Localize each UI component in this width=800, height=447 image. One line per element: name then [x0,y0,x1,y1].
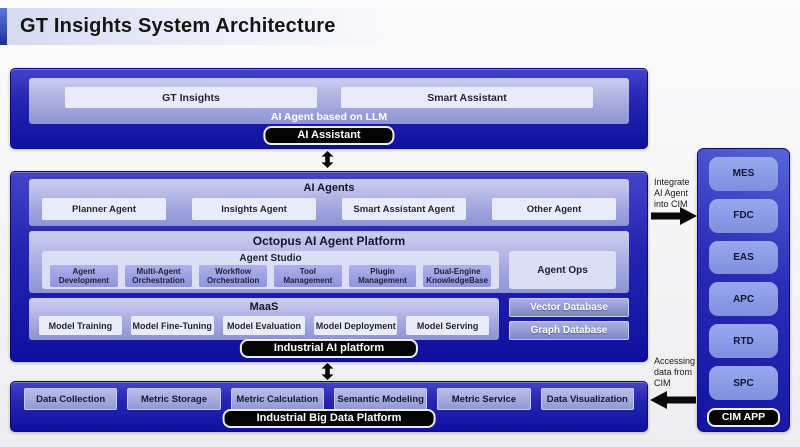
multi-agent-orchestration-box: Multi-Agent Orchestration [124,265,193,287]
graph-database-box: Graph Database [509,321,629,340]
model-deployment-box: Model Deployment [314,316,398,335]
page-title: GT Insights System Architecture [20,15,336,37]
agent-ops-box: Agent Ops [509,251,616,289]
octopus-platform-title: Octopus AI Agent Platform [252,234,406,248]
cim-app-badge: CIM APP [706,408,781,427]
plugin-management-box: Plugin Management [348,265,417,287]
cim-app-box-fdc: FDC [709,198,778,233]
cim-app-panel: MES FDC EAS APC RTD SPC CIM APP [697,148,790,432]
maas-row: MaaS Model Training Model Fine-Tuning Mo… [29,298,629,340]
metric-service-box: Metric Service [437,388,531,410]
maas-group: MaaS Model Training Model Fine-Tuning Mo… [29,298,499,340]
octopus-row: Agent Studio Agent Development Multi-Age… [29,251,629,289]
maas-modules-row: Model Training Model Fine-Tuning Model E… [29,316,499,335]
metric-storage-box: Metric Storage [127,388,221,410]
cim-app-box-spc: SPC [709,366,778,400]
top-middle-connector-icon [321,151,334,168]
model-fine-tuning-box: Model Fine-Tuning [130,316,214,335]
data-visualization-box: Data Visualization [540,388,634,410]
ai-agents-layer-panel: AI Agents Planner Agent Insights Agent S… [10,171,648,362]
smart-assistant-box: Smart Assistant [341,87,593,108]
model-serving-box: Model Serving [406,316,489,335]
ai-agents-title: AI Agents [303,182,355,194]
agent-development-box: Agent Development [50,265,118,287]
cim-app-box-eas: EAS [709,240,778,275]
integrate-arrow-icon [651,207,697,225]
big-data-modules-row: Data Collection Metric Storage Metric Ca… [10,382,648,410]
integrate-note: Integrate AI Agent into CIM [654,177,690,209]
semantic-modeling-box: Semantic Modeling [333,388,428,410]
model-training-box: Model Training [39,316,122,335]
insights-agent-box: Insights Agent [192,198,316,220]
cim-app-box-apc: APC [709,282,778,317]
title-accent-bar [0,8,7,45]
cim-app-box-mes: MES [709,157,778,191]
ai-agents-group: AI Agents Planner Agent Insights Agent S… [29,179,629,226]
agent-studio-modules-row: Agent Development Multi-Agent Orchestrat… [42,265,499,287]
big-data-layer-panel: Data Collection Metric Storage Metric Ca… [10,381,648,432]
ai-agent-llm-group: GT Insights Smart Assistant AI Agent bas… [29,78,629,124]
agent-studio-group: Agent Studio Agent Development Multi-Age… [42,251,499,289]
dual-engine-knowledgebase-box: Dual-Engine KnowledgeBase [423,265,492,287]
other-agent-box: Other Agent [492,198,616,220]
octopus-platform-group: Octopus AI Agent Platform Agent Studio A… [29,231,629,293]
model-evaluation-box: Model Evaluation [222,316,306,335]
agent-studio-title: Agent Studio [239,253,302,264]
middle-bottom-connector-icon [321,363,334,380]
accessing-note: Accessing data from CIM [654,356,696,388]
database-column: Vector Database Graph Database [509,298,629,340]
cim-app-box-rtd: RTD [709,324,778,359]
llm-app-row: GT Insights Smart Assistant [29,87,629,108]
workflow-orchestration-box: Workflow Orchestration [199,265,268,287]
ai-assistant-badge: AI Assistant [263,126,395,145]
industrial-big-data-badge: Industrial Big Data Platform [222,409,436,428]
smart-assistant-agent-box: Smart Assistant Agent [342,198,466,220]
tool-management-box: Tool Management [274,265,342,287]
industrial-ai-platform-badge: Industrial AI platform [239,339,419,358]
data-collection-box: Data Collection [24,388,118,410]
planner-agent-box: Planner Agent [42,198,166,220]
llm-agent-layer-panel: GT Insights Smart Assistant AI Agent bas… [10,68,648,149]
title-bar: GT Insights System Architecture [0,8,398,45]
accessing-arrow-icon [650,391,696,409]
gt-insights-box: GT Insights [65,87,317,108]
vector-database-box: Vector Database [509,298,629,317]
metric-calculation-box: Metric Calculation [230,388,324,410]
llm-caption: AI Agent based on LLM [270,111,388,123]
maas-title: MaaS [249,301,279,313]
agents-row: Planner Agent Insights Agent Smart Assis… [29,198,629,220]
